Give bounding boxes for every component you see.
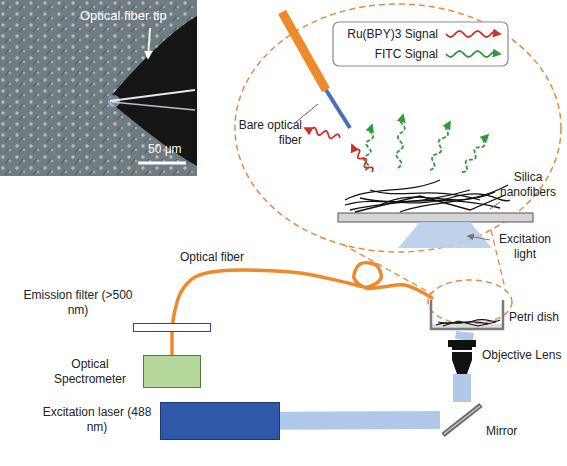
pointer-arrow xyxy=(148,28,150,58)
leader-line xyxy=(490,202,500,209)
node-label: Optical Spectrometer xyxy=(42,357,138,387)
annotation-label: Excitation light xyxy=(490,232,560,262)
optical-fiber xyxy=(170,332,174,355)
glare-line xyxy=(112,102,195,110)
ru-signal-arrow xyxy=(352,145,373,172)
petri-dish-shape xyxy=(428,298,506,332)
dish-outline xyxy=(431,300,503,329)
leader-arrow xyxy=(468,236,490,240)
annotation-label: 50 μm xyxy=(148,142,182,157)
inset-outline xyxy=(235,4,561,252)
fiber-jacket xyxy=(282,12,326,90)
legend-text: Ru(BPY)3 Signal xyxy=(347,27,438,41)
node-label: Petri dish xyxy=(509,310,559,325)
node-label: Objective Lens xyxy=(482,348,561,363)
excitation-laser: Excitation laser (488 nm) xyxy=(160,402,280,440)
glass-slide xyxy=(338,213,533,222)
node-label: Excitation laser (488 nm) xyxy=(41,405,153,435)
nanofiber xyxy=(436,319,500,325)
mirror: Mirror xyxy=(440,402,484,438)
lens-body xyxy=(448,340,476,374)
zoom-inset xyxy=(235,4,561,324)
nanofiber xyxy=(370,190,480,200)
mirror-plate xyxy=(443,405,481,435)
nanofiber xyxy=(443,321,496,326)
photo-background xyxy=(0,0,197,176)
fitc-signal-arrow xyxy=(430,122,450,170)
connector-label: Optical fiber xyxy=(180,250,244,265)
annotation-label: Bare optical fiber xyxy=(236,118,302,148)
glare-line xyxy=(110,90,195,101)
petri-dish: Petri dish xyxy=(428,298,506,332)
nanofiber-mat xyxy=(345,180,510,212)
annotation-label: Silica nanofibers xyxy=(496,170,560,200)
fiber-tip-photo xyxy=(0,0,197,176)
ru-signal-arrow xyxy=(305,128,340,139)
lens-band xyxy=(452,350,472,352)
legend-text: FITC Signal xyxy=(375,47,438,61)
legend-sample xyxy=(446,51,500,57)
spectrometer-box: Optical Spectrometer xyxy=(143,355,201,388)
zoom-circle xyxy=(428,280,512,324)
legend-sample xyxy=(446,31,500,37)
optical-fiber xyxy=(173,263,432,323)
mirror-shape xyxy=(440,402,484,438)
scale-bar xyxy=(138,162,186,165)
objective-lens: Objective Lens xyxy=(448,340,476,374)
emission-filter: Emission filter (>500 nm) xyxy=(133,323,211,332)
fitc-signal-arrow xyxy=(462,135,488,172)
excitation-beam xyxy=(280,411,440,430)
objective-lens-shape xyxy=(448,340,476,374)
node-label: Emission filter (>500 nm) xyxy=(22,288,134,318)
nanofiber xyxy=(380,192,495,205)
bare-fiber xyxy=(326,90,350,128)
nanofiber xyxy=(400,185,508,212)
node-label: Mirror xyxy=(486,424,517,439)
fitc-signal-arrow xyxy=(396,115,404,168)
dish-bottom xyxy=(432,324,502,328)
excitation-beam xyxy=(455,332,474,340)
excitation-cone xyxy=(398,222,492,248)
legend-entry: FITC Signal xyxy=(338,46,438,62)
legend-entry: Ru(BPY)3 Signal xyxy=(338,26,438,42)
excitation-beam xyxy=(453,374,471,402)
nanofiber xyxy=(345,180,440,200)
annotation-label: Optical fiber tip xyxy=(80,8,167,23)
fiber-silhouette xyxy=(108,16,197,166)
mirror-surface xyxy=(444,406,480,434)
legend-box xyxy=(333,22,508,66)
